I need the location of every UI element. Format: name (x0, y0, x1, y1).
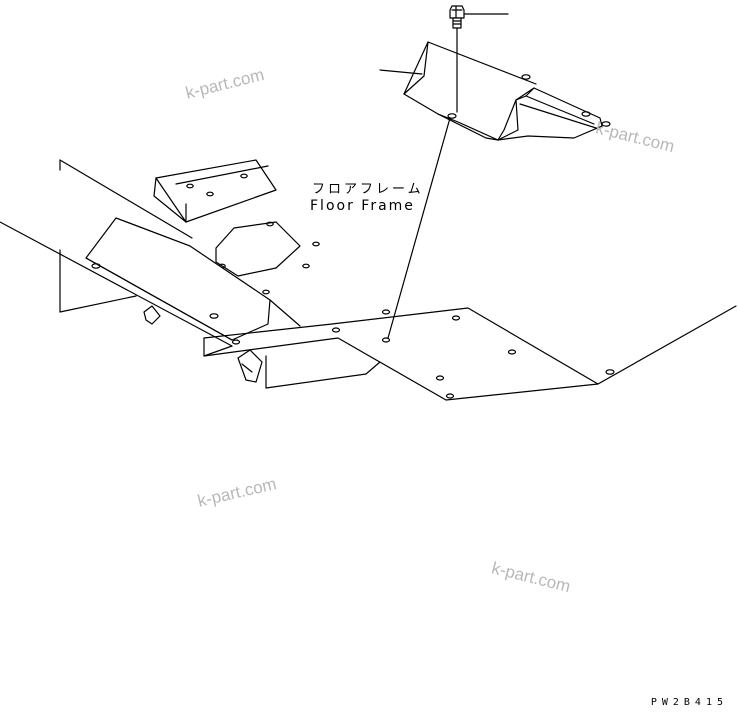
bolt (449, 5, 509, 113)
bracket-small (153, 159, 277, 223)
floor-frame-label-en: Floor Frame (310, 198, 415, 214)
bracket-leader-line (379, 69, 423, 75)
floor-plate (203, 299, 737, 401)
bracket-top (379, 41, 611, 141)
diagram-code: PW2B415 (650, 697, 728, 708)
bolt-to-hole-leader (387, 117, 451, 339)
floor-frame-label-jp: フロアフレーム (312, 182, 424, 197)
